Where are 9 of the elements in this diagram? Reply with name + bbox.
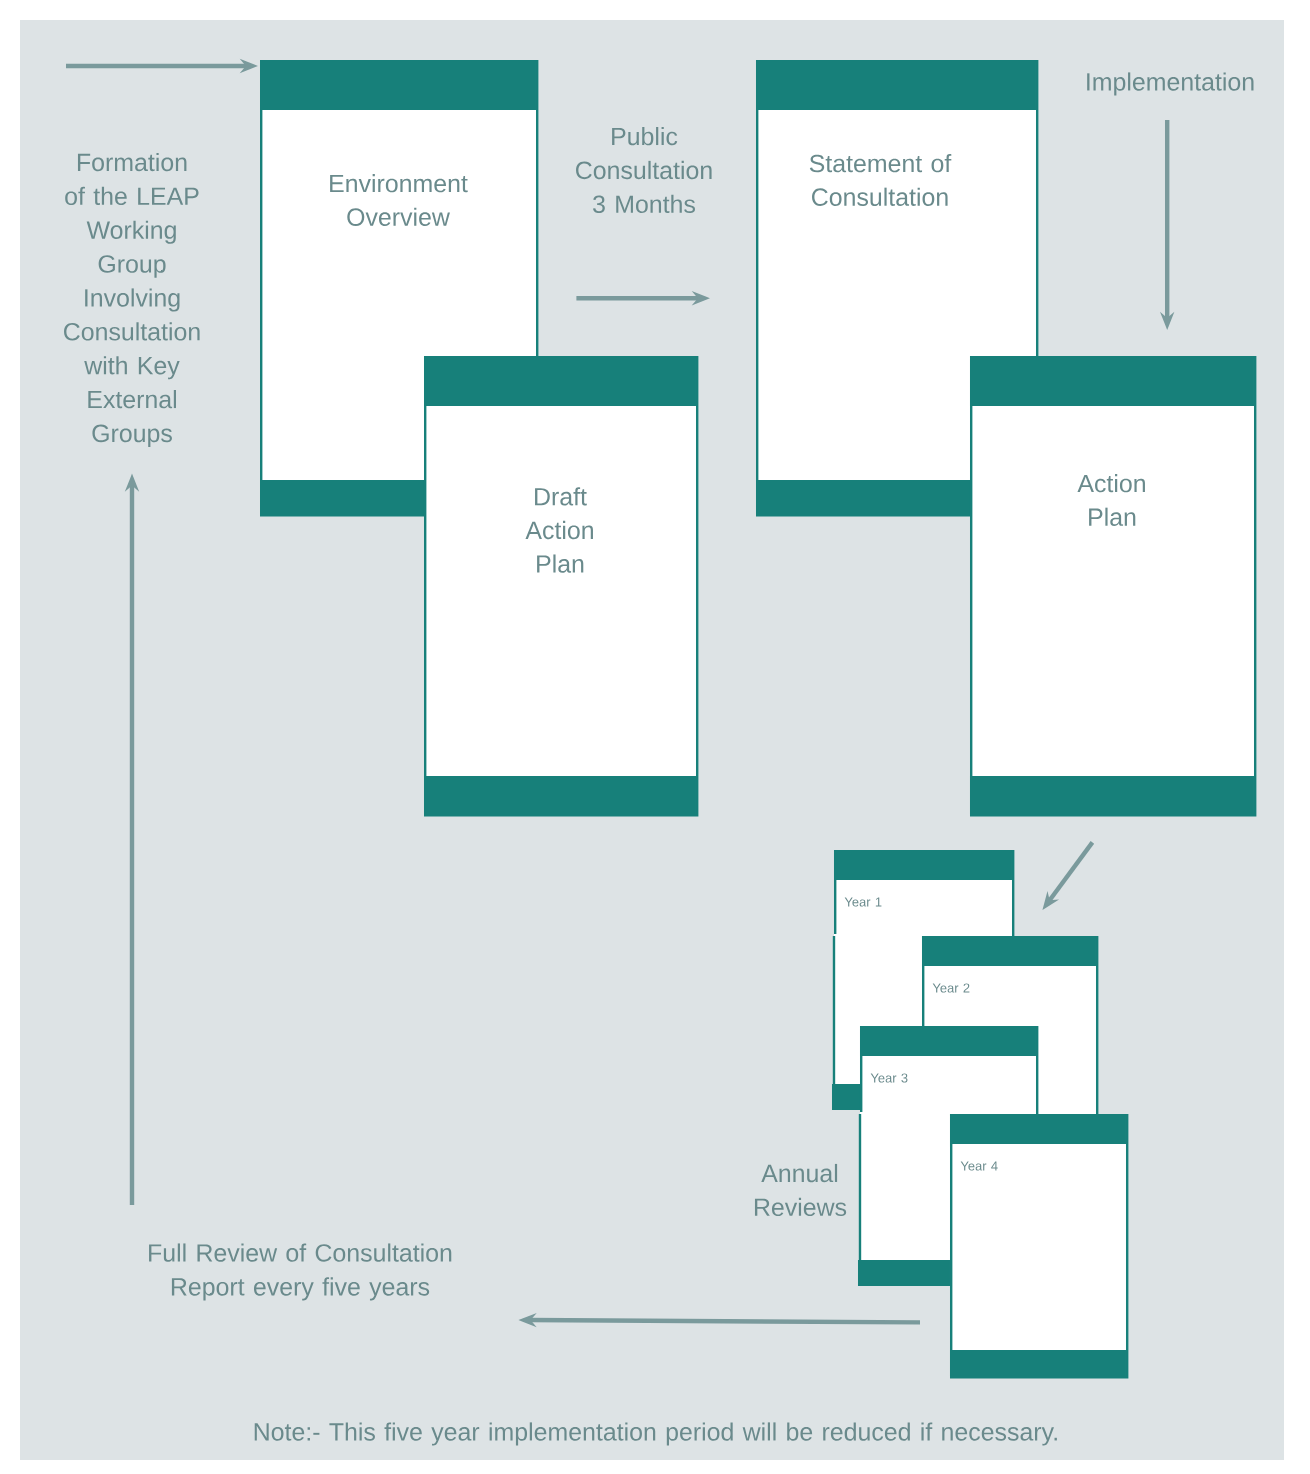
note: Note:- This five year implementation period will be reduced if necessary. — [254, 1422, 1057, 1446]
document: Action Plan — [970, 356, 1257, 817]
edge-label: Public Consultation 3 Months — [576, 127, 712, 214]
group-label: Annual Reviews — [754, 1163, 847, 1217]
document: Draft Action Plan — [424, 356, 699, 817]
step-text: Full Review of Consultation Report every five years — [149, 1243, 452, 1301]
document: Statement of Consultation — [756, 60, 1039, 517]
step-text: Formation of the LEAP Working Group Involving Consultation with Key External Groups — [64, 152, 200, 448]
edge-label: Implementation — [1087, 72, 1254, 96]
